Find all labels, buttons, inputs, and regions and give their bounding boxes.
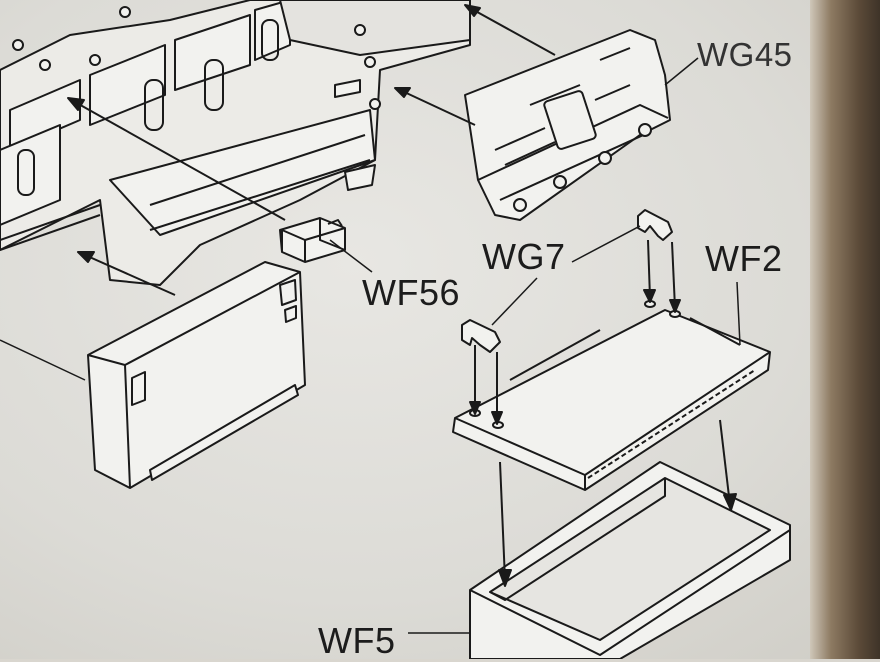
label-wg7: WG7	[482, 236, 566, 277]
part-wf56	[279, 217, 346, 263]
part-wg45	[464, 29, 671, 221]
leader-lines	[0, 57, 741, 634]
part-wf2	[452, 300, 771, 491]
part-wf5	[469, 461, 791, 659]
label-wf5: WF5	[318, 620, 396, 661]
part-wg7-handles	[461, 209, 673, 353]
table-edge	[810, 0, 880, 659]
assembly-arrows	[67, 4, 737, 587]
label-wg45: WG45	[697, 36, 793, 73]
label-wf56: WF56	[362, 272, 461, 313]
side-box	[87, 261, 306, 489]
hull-assembly	[0, 0, 471, 286]
label-wf2: WF2	[705, 238, 783, 279]
